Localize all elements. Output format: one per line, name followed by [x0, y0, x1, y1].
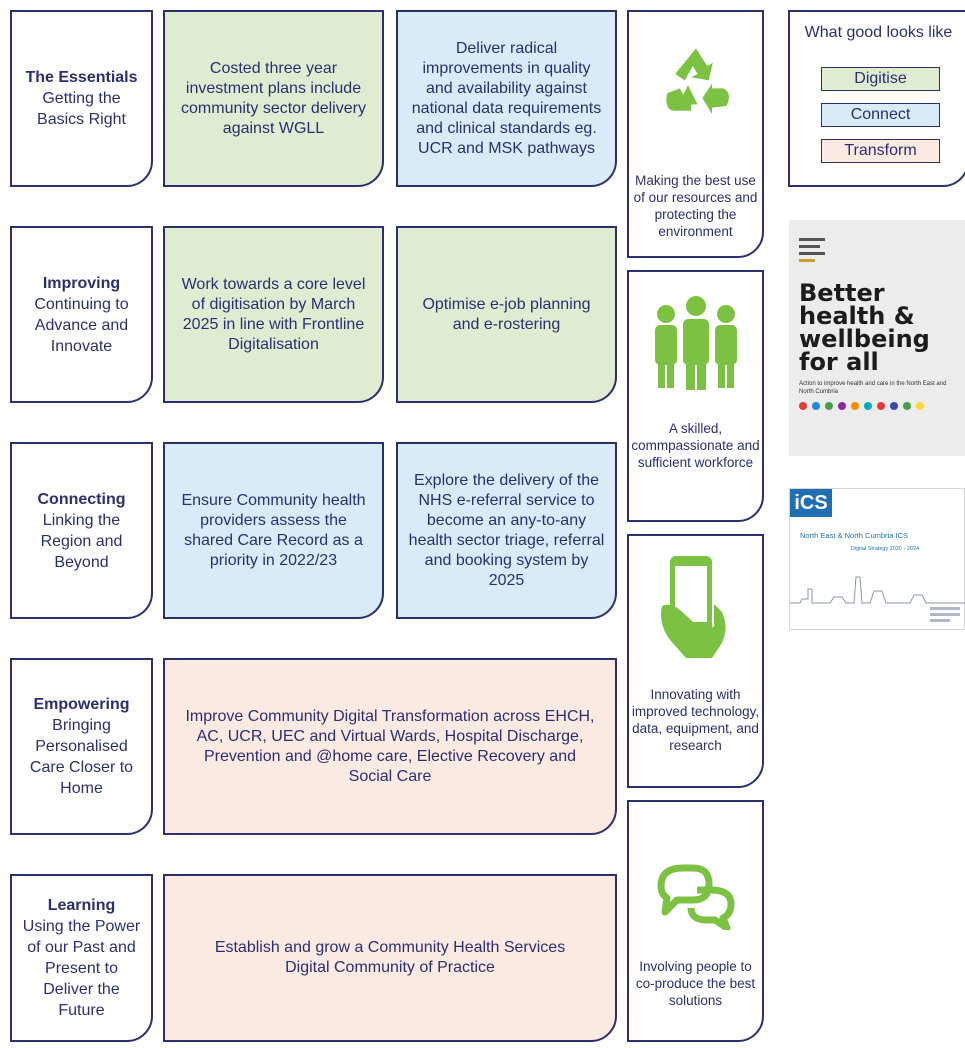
action-card: Deliver radical improvements in quality … [396, 10, 617, 187]
row-title: Learning [47, 897, 116, 914]
row-label-essentials: The Essentials Getting the Basics Right [10, 10, 153, 187]
row-subtitle: Continuing to Advance and Innovate [34, 295, 129, 355]
row-label-learning: Learning Using the Power of our Past and… [10, 874, 153, 1042]
row-subtitle: Using the Power of our Past and Present … [22, 918, 141, 1019]
legend-title: What good looks like [804, 24, 953, 41]
recycle-icon [656, 42, 736, 122]
legend-digitise: Digitise [821, 67, 940, 91]
report-icon-strip [799, 402, 949, 410]
report-title: Better health & wellbeing for all [799, 279, 930, 376]
row-label-connecting: Connecting Linking the Region and Beyond [10, 442, 153, 619]
action-card: Establish and grow a Community Health Se… [163, 874, 617, 1042]
theme-card-resources: Making the best use of our resources and… [627, 10, 764, 258]
action-card: Work towards a core level of digitisatio… [163, 226, 384, 403]
smartphone-icon [656, 554, 736, 664]
row-label-empowering: Empowering Bringing Personalised Care Cl… [10, 658, 153, 835]
row-subtitle: Bringing Personalised Care Closer to Hom… [29, 717, 134, 797]
legend-transform: Transform [821, 139, 940, 163]
ics-logo: iCS [790, 489, 832, 517]
row-subtitle: Getting the Basics Right [37, 90, 126, 128]
row-label-improving: Improving Continuing to Advance and Inno… [10, 226, 153, 403]
strategy-subtitle: Digital Strategy 2020 - 2024 [850, 546, 920, 552]
theme-caption: Involving people to co-produce the best … [635, 959, 756, 1008]
better-health-report-thumbnail: Better health & wellbeing for all Action… [789, 220, 965, 456]
theme-card-innovating: Innovating with improved technology, dat… [627, 534, 764, 788]
row-title: Connecting [37, 490, 126, 508]
speech-bubbles-icon [651, 860, 741, 930]
legend-connect: Connect [821, 103, 940, 127]
action-card: Optimise e-job planning and e-rostering [396, 226, 617, 403]
city-skyline-illustration [790, 569, 965, 634]
theme-card-involving: Involving people to co-produce the best … [627, 800, 764, 1042]
action-card: Improve Community Digital Transformation… [163, 658, 617, 835]
theme-caption: A skilled, commpassionate and sufficient… [631, 421, 760, 470]
theme-caption: Making the best use of our resources and… [633, 173, 758, 239]
action-card: Explore the delivery of the NHS e-referr… [396, 442, 617, 619]
row-subtitle: Linking the Region and Beyond [40, 511, 123, 571]
report-subtitle: Action to improve health and care in the… [799, 381, 947, 395]
strategy-title: North East & North Cumbria ICS [800, 531, 908, 540]
row-title: The Essentials [25, 69, 138, 86]
action-card: Costed three year investment plans inclu… [163, 10, 384, 187]
people-icon [650, 292, 742, 392]
legend-panel: What good looks like Digitise Connect Tr… [788, 10, 965, 187]
row-title: Empowering [33, 696, 130, 713]
ics-digital-strategy-thumbnail: iCS North East & North Cumbria ICS Digit… [789, 488, 965, 630]
report-masthead [799, 238, 825, 276]
action-card: Ensure Community health providers assess… [163, 442, 384, 619]
row-title: Improving [42, 274, 121, 292]
theme-card-workforce: A skilled, commpassionate and sufficient… [627, 270, 764, 522]
theme-caption: Innovating with improved technology, dat… [631, 687, 760, 753]
